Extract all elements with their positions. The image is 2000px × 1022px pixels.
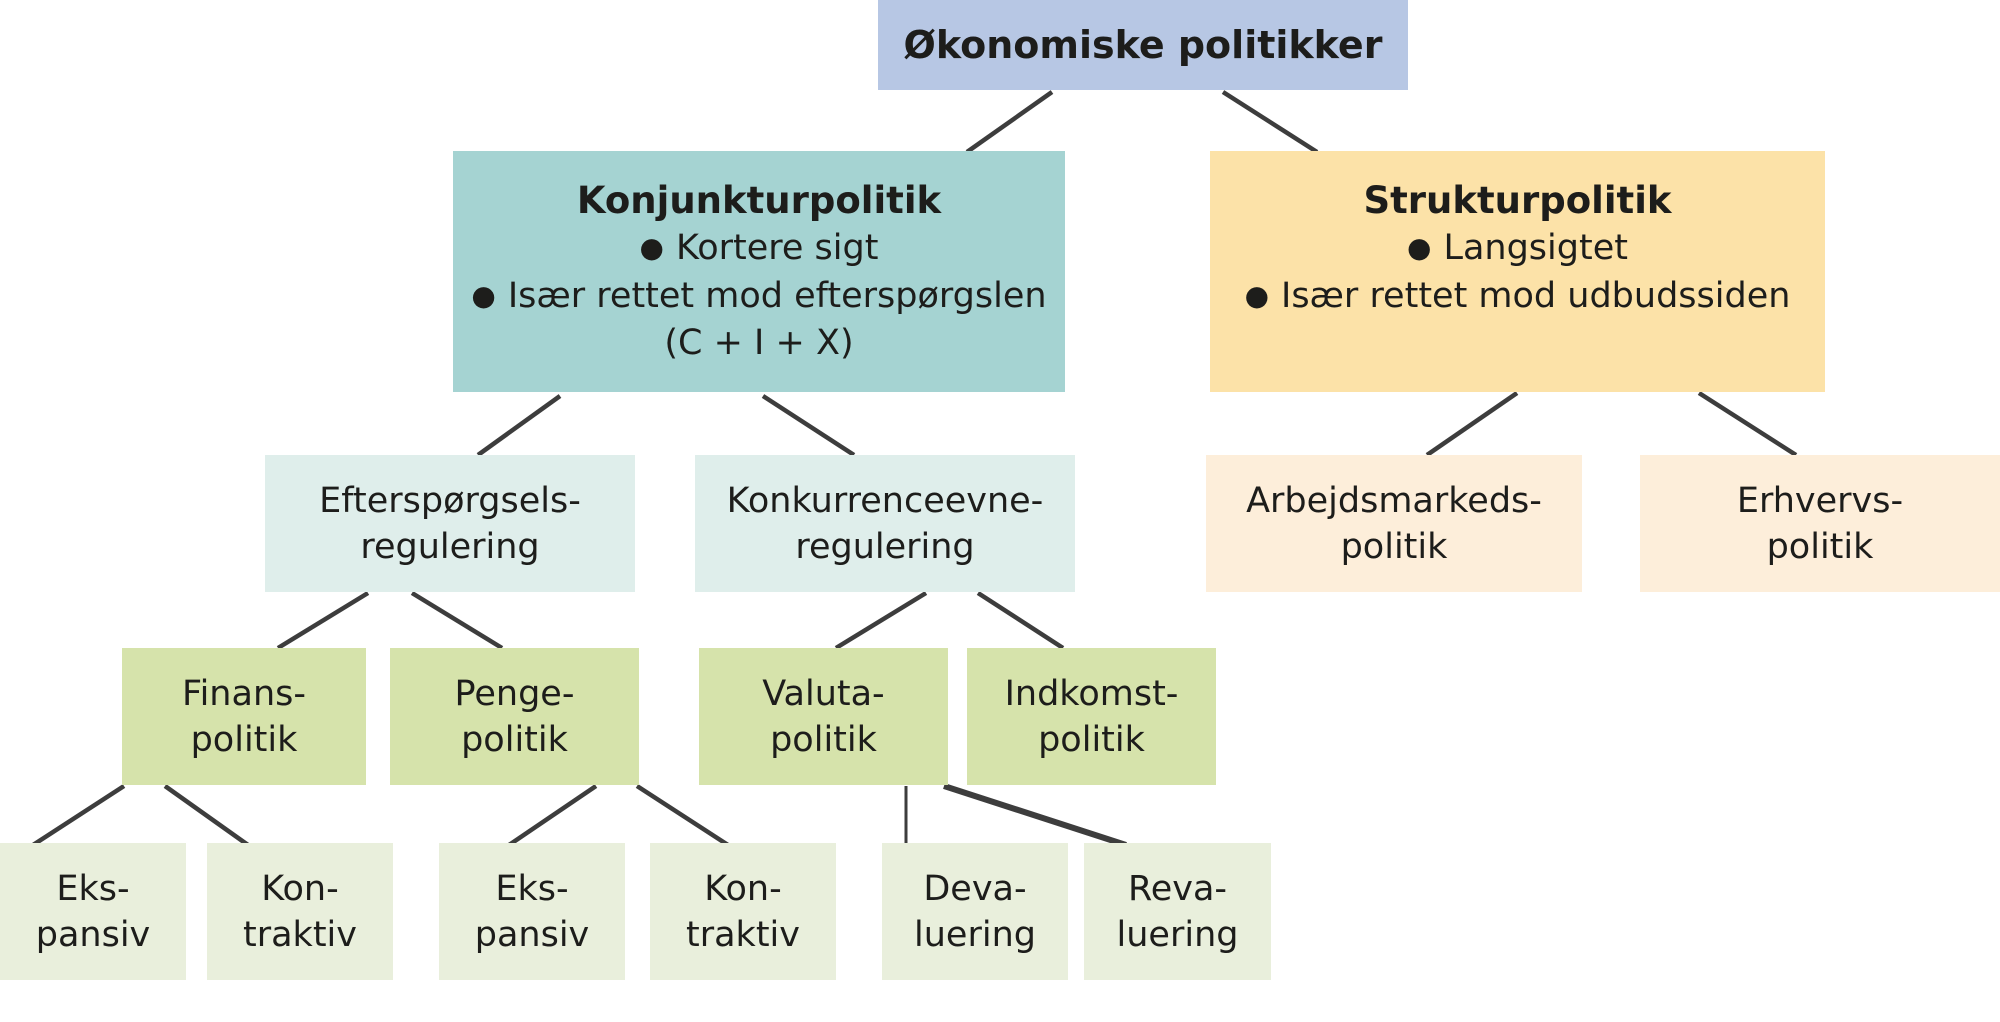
node-devaluering: Deva-luering: [882, 843, 1068, 980]
node-title: Strukturpolitik: [1363, 179, 1672, 222]
bullet-icon: ●: [1407, 231, 1432, 264]
node-pengepolitik: Penge-politik: [390, 648, 639, 785]
node-penge-kontraktiv: Kon-traktiv: [650, 843, 836, 980]
connector-penge-ekspansiv: [507, 784, 598, 847]
bullet-icon: ●: [1244, 279, 1269, 312]
node-title: Konjunkturpolitik: [576, 179, 942, 222]
node-label: Kon-traktiv: [243, 868, 357, 955]
connector-root-konjunktur: [965, 90, 1054, 154]
node-label: Indkomst-politik: [1004, 673, 1179, 760]
node-strukturpolitik: Strukturpolitik ●Langsigtet ●Især rettet…: [1210, 151, 1825, 392]
node-revaluering: Reva-luering: [1084, 843, 1271, 980]
bullet-line: ●Kortere sigt: [640, 224, 879, 272]
connector-valuta-revaluering: [943, 783, 1127, 848]
node-label: Eks-pansiv: [35, 868, 151, 955]
node-valutapolitik: Valuta-politik: [699, 648, 948, 785]
node-penge-ekspansiv: Eks-pansiv: [439, 843, 625, 980]
node-label: Eks-pansiv: [474, 868, 590, 955]
connector-penge-kontraktiv: [635, 784, 730, 847]
node-finanspolitik: Finans-politik: [122, 648, 366, 785]
connector-root-struktur: [1221, 90, 1319, 154]
connector-konkurrence-valuta: [834, 591, 928, 650]
node-label: Efterspørgsels-regulering: [319, 480, 581, 567]
connector-konjunktur-efterspoergsel: [476, 394, 562, 457]
node-label: Finans-politik: [182, 673, 306, 760]
node-label: Kon-traktiv: [686, 868, 800, 955]
node-konjunkturpolitik: Konjunkturpolitik ●Kortere sigt ●Især re…: [453, 151, 1065, 392]
bullet-line: ●Især rettet mod udbudssiden: [1245, 272, 1791, 320]
bullet-icon: ●: [471, 279, 496, 312]
connector-efterspoergsel-penge: [410, 591, 504, 650]
node-finans-ekspansiv: Eks-pansiv: [0, 843, 186, 980]
formula-text: (C + I + X): [664, 323, 854, 363]
connector-finans-kontraktiv: [163, 784, 250, 847]
node-arbejdsmarkedspolitik: Arbejdsmarkeds-politik: [1206, 455, 1582, 592]
connector-struktur-erhverv: [1697, 391, 1798, 457]
node-okonomiske-politikker: Økonomiske politikker: [878, 0, 1408, 90]
node-erhvervspolitik: Erhvervs-politik: [1640, 455, 2000, 592]
node-label: Reva-luering: [1116, 868, 1239, 955]
node-konkurrenceevneregulering: Konkurrenceevne-regulering: [695, 455, 1075, 592]
node-label: Valuta-politik: [762, 673, 885, 760]
node-label: Deva-luering: [914, 868, 1036, 955]
connector-konjunktur-konkurrence: [761, 394, 856, 457]
node-indkomstpolitik: Indkomst-politik: [967, 648, 1216, 785]
node-label: Konkurrenceevne-regulering: [726, 480, 1044, 567]
node-finans-kontraktiv: Kon-traktiv: [207, 843, 393, 980]
connector-struktur-arbejdsmarked: [1425, 391, 1519, 457]
node-label: Arbejdsmarkeds-politik: [1246, 480, 1542, 567]
node-label: Erhvervs-politik: [1736, 480, 1904, 567]
bullet-line: ●Langsigtet: [1407, 224, 1628, 272]
connector-finans-ekspansiv: [31, 784, 126, 847]
bullet-icon: ●: [639, 231, 664, 264]
connector-efterspoergsel-finans: [276, 591, 370, 650]
connector-konkurrence-indkomst: [976, 591, 1065, 650]
node-title: Økonomiske politikker: [903, 23, 1383, 67]
node-label: Penge-politik: [454, 673, 575, 760]
node-efterspoergselsregulering: Efterspørgsels-regulering: [265, 455, 635, 592]
bullet-line: ●Især rettet mod efterspørgslen: [471, 272, 1046, 320]
